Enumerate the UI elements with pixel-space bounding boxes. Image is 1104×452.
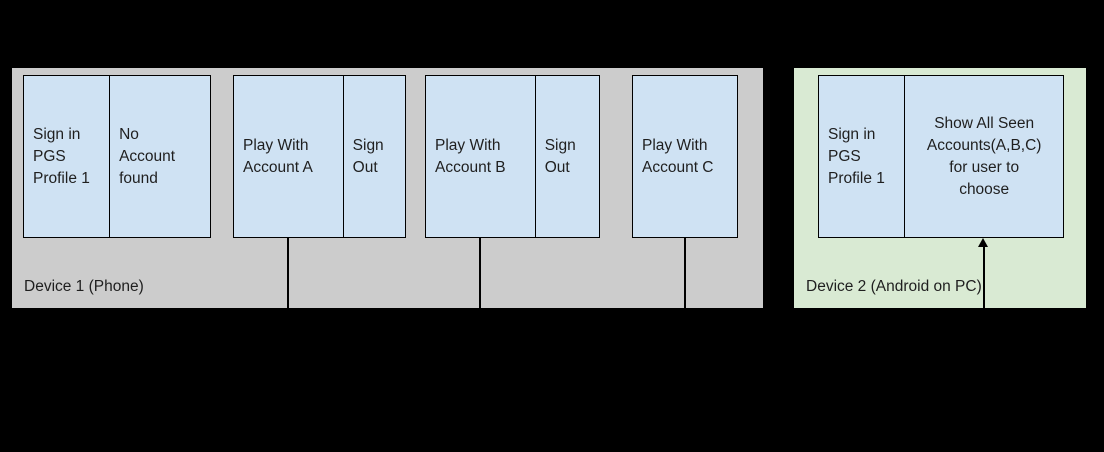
box-sign-in-pgs-profile-1: Sign in PGS Profile 1	[33, 125, 90, 187]
box-no-account-found: No Account found	[109, 76, 210, 237]
box-sign-out-a: Sign Out	[342, 76, 405, 237]
connector-into-show-accounts	[983, 246, 985, 308]
arrow-up-head-icon	[978, 238, 988, 247]
device1-step2-group: Play With Account A Sign Out	[233, 75, 406, 238]
connector-account-b	[479, 238, 481, 308]
box-play-with-account-a: Play With Account A	[243, 136, 313, 176]
device1-step3-group: Play With Account B Sign Out	[425, 75, 600, 238]
device1-step4-group: Play With Account C	[632, 75, 738, 238]
device1-step1-group: Sign in PGS Profile 1 No Account found	[23, 75, 211, 238]
device2-step1-group: Sign in PGS Profile 1 Show All Seen Acco…	[818, 75, 1064, 238]
box-play-with-account-c: Play With Account C	[642, 136, 714, 176]
box-device2-sign-in-pgs-profile-1: Sign in PGS Profile 1	[828, 125, 885, 187]
box-show-all-seen-accounts: Show All Seen Accounts(A,B,C) for user t…	[904, 76, 1063, 237]
box-play-with-account-b: Play With Account B	[435, 136, 506, 176]
device2-label: Device 2 (Android on PC)	[806, 278, 982, 295]
connector-account-c	[684, 238, 686, 308]
device1-label: Device 1 (Phone)	[24, 278, 144, 295]
box-sign-out-b: Sign Out	[534, 76, 599, 237]
connector-account-a	[287, 238, 289, 308]
